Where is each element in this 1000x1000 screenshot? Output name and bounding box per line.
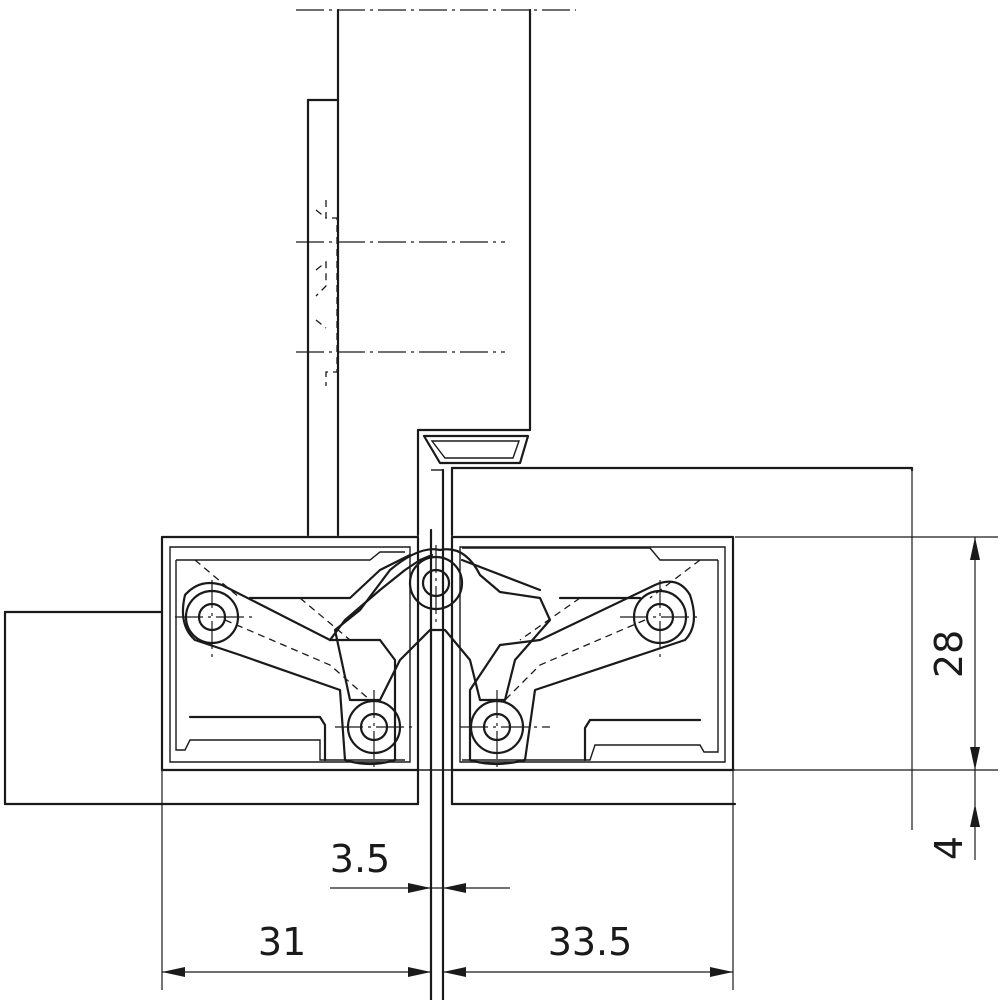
pin-centre-lines xyxy=(175,545,700,770)
dimension-offset: 4 xyxy=(927,770,980,860)
dimension-offset-label: 4 xyxy=(927,836,971,860)
hinge-body-left xyxy=(160,535,420,772)
hidden-fixing xyxy=(315,200,338,386)
hinge-arm-centre xyxy=(333,548,552,702)
dimension-right-width-label: 33.5 xyxy=(548,920,633,964)
dimension-height-label: 28 xyxy=(927,630,971,678)
dimension-left-width: 31 xyxy=(161,770,431,990)
dimension-right-width: 33.5 xyxy=(443,770,734,990)
seal-profile xyxy=(422,434,530,465)
hinge-arm-left xyxy=(181,553,434,766)
dimension-gap-label: 3.5 xyxy=(330,837,390,881)
dimension-left-width-label: 31 xyxy=(258,920,306,964)
door-leaf-top xyxy=(306,8,914,537)
dimension-height: 28 xyxy=(735,470,998,830)
hinge-arm-right xyxy=(468,580,696,766)
centre-lines-upper xyxy=(296,9,576,353)
dimension-gap: 3.5 xyxy=(330,837,510,893)
